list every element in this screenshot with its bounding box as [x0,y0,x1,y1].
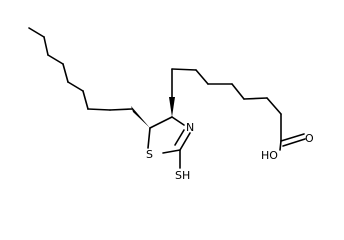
bond-octyl-6 [82,90,89,110]
bond-c-oh [279,140,282,151]
bond-c4-c5 [149,116,173,129]
acid-chain [171,68,282,142]
bond-octyl-4 [62,63,69,83]
bond-n3-c4 [171,116,185,126]
bond-octyl-7 [87,108,111,111]
wedge-c4-chain [169,97,175,117]
bond-acid-7 [266,97,282,115]
bond-c5-s1 [147,127,151,149]
wedge-c5-octyl [131,106,150,128]
bond-c-o-double-2 [282,138,306,147]
bond-c2-n3 [179,132,191,151]
atom-n: N [186,121,194,134]
bond-s1-c2 [162,149,181,154]
bond-c-o-double-1 [280,133,305,142]
molecule-structure: S N SH O HO [28,27,314,182]
carboxyl-group [279,133,306,151]
bond-octyl-3 [47,54,64,65]
atom-s-ring: S [146,148,153,161]
octyl-chain [28,27,133,111]
atom-sh: SH [175,169,190,182]
bond-acid-6 [243,97,268,100]
bond-octyl-8 [109,108,133,111]
thiazoline-ring [147,116,191,169]
bond-c2-n3-double [174,129,185,146]
atom-carboxyl-oh: HO [261,149,278,162]
bond-acid-2 [171,68,197,71]
bond-octyl-5 [67,81,84,92]
bond-octyl-2 [43,36,49,56]
bond-acid-3 [195,69,209,85]
atom-carboxyl-o: O [305,132,314,145]
bond-acid-5 [231,83,245,100]
bond-octyl-1 [28,27,45,38]
